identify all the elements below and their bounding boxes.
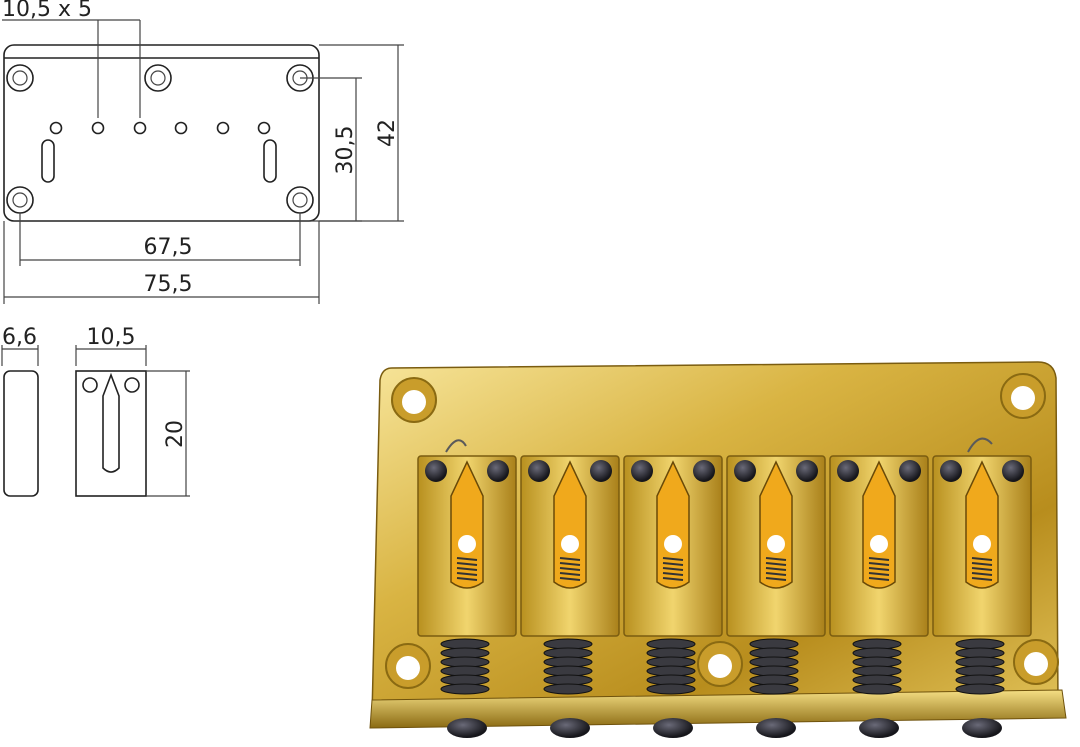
saddle-top-outline (75, 370, 147, 497)
intonation-screw-head (447, 718, 487, 738)
saddle-3 (623, 455, 723, 695)
height-screw (1002, 460, 1024, 482)
saddle-side-drawing: 6,6 (1, 325, 39, 497)
dim-hole-spacing: 10,5 x 5 (2, 0, 92, 22)
dim-plate-width: 75,5 (144, 272, 193, 297)
height-screw (940, 460, 962, 482)
string-slot (862, 460, 896, 589)
string-holes (49, 121, 271, 135)
saddle-2 (520, 455, 620, 695)
saddle-5 (829, 455, 929, 695)
intonation-screw-head (550, 718, 590, 738)
dim-saddle-length: 20 (163, 420, 188, 448)
saddle-6 (932, 455, 1032, 695)
intonation-screws (447, 718, 1002, 738)
intonation-screw-head (653, 718, 693, 738)
intonation-screw-head (859, 718, 899, 738)
string-slot (656, 460, 690, 589)
height-screw (796, 460, 818, 482)
bridge-photo (369, 361, 1067, 738)
dim-saddle-thickness: 6,6 (2, 325, 37, 350)
height-screw (590, 460, 612, 482)
dim-saddle-width: 10,5 (87, 325, 136, 350)
dim-hole-width: 67,5 (144, 235, 193, 260)
height-screw (693, 460, 715, 482)
adjust-slot-right (263, 139, 277, 183)
string-slot (965, 460, 999, 589)
height-screw (734, 460, 756, 482)
top-view-drawing: 10,5 x 5 42 30,5 67,5 75,5 (2, 0, 404, 304)
saddle-side-outline (3, 370, 39, 497)
height-screw (899, 460, 921, 482)
string-slot (759, 460, 793, 589)
adjust-slot-left (41, 139, 55, 183)
height-screw (487, 460, 509, 482)
saddle-top-drawing: 10,5 20 (75, 325, 190, 497)
intonation-screw-head (756, 718, 796, 738)
saddle-string-groove (102, 372, 120, 473)
saddles (417, 455, 1032, 695)
height-screw (425, 460, 447, 482)
saddle-4 (726, 455, 826, 695)
height-screw (631, 460, 653, 482)
mounting-holes (6, 64, 314, 214)
dim-hole-height: 30,5 (333, 126, 358, 175)
dim-plate-height: 42 (375, 119, 400, 147)
string-slot (553, 460, 587, 589)
string-slot (450, 460, 484, 589)
bridge-mount-holes (385, 373, 1059, 689)
intonation-screw-head (962, 718, 1002, 738)
height-screw (837, 460, 859, 482)
height-screw (528, 460, 550, 482)
base-plate-outline (3, 44, 320, 222)
saddle-1 (417, 455, 517, 695)
bridge-front-lip (369, 689, 1067, 729)
